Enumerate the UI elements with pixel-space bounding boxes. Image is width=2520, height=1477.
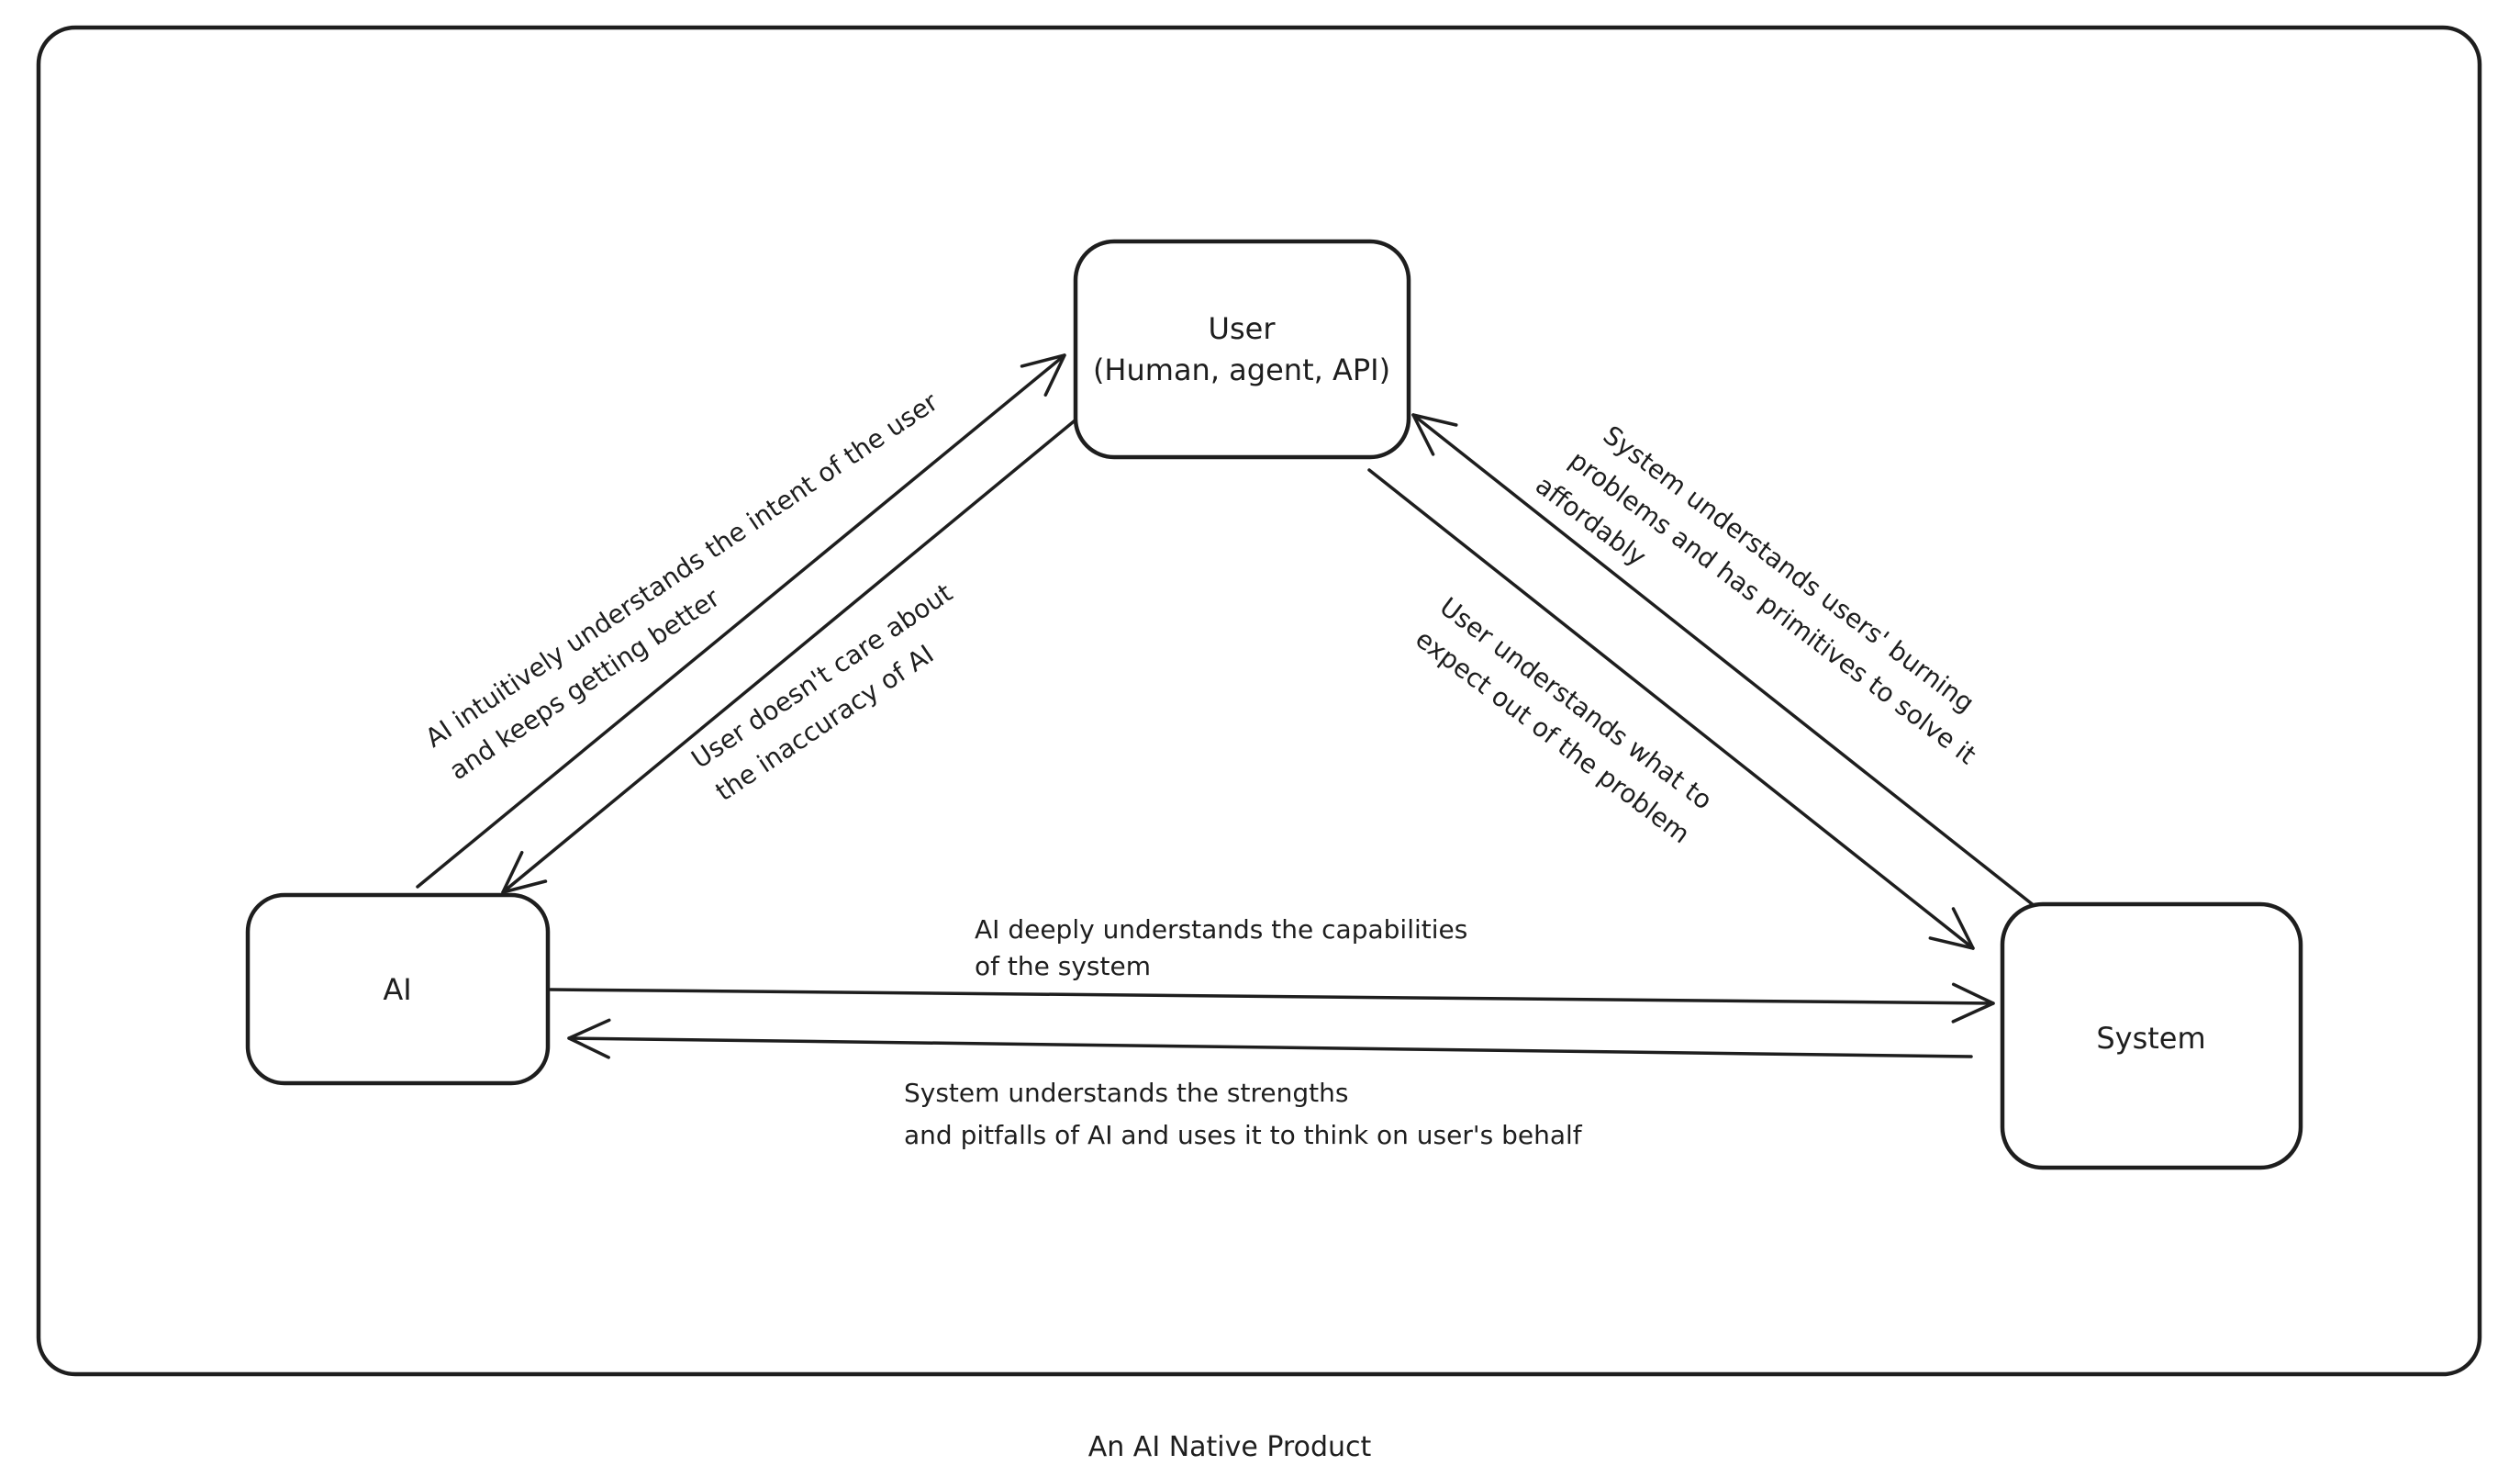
edge-system-to-user xyxy=(1411,413,2036,908)
system-to-ai-edge-label: System understands the strengths and pit… xyxy=(904,1078,1583,1150)
ai-node-box xyxy=(245,892,551,1086)
system-to-ai-label-line2: and pitfalls of AI and uses it to think … xyxy=(904,1120,1583,1150)
user-node-label-line1: User xyxy=(1209,311,1277,346)
system-to-user-arrowhead-icon xyxy=(1411,413,1458,456)
edge-user-to-system xyxy=(1367,468,1975,950)
user-to-ai-edge-label: User doesn't care about the inaccuracy o… xyxy=(686,577,957,807)
outer-border xyxy=(36,25,2482,1377)
user-node-label-line2: (Human, agent, API) xyxy=(1093,352,1390,387)
edge-user-to-ai xyxy=(501,416,1080,894)
ai-to-user-edge-label: AI intuitively understands the intent of… xyxy=(419,386,943,786)
system-to-ai-arrowhead-icon xyxy=(567,1018,611,1059)
ai-node-label: AI xyxy=(383,972,411,1007)
system-to-user-label-line1: System understands users' burning xyxy=(1598,420,1980,718)
system-node-box xyxy=(2000,901,2303,1170)
user-to-system-edge-label: User understands what to expect out of t… xyxy=(1410,591,1718,849)
edge-system-to-ai xyxy=(567,1018,1973,1059)
system-to-ai-arrow-line xyxy=(567,1036,1973,1058)
edge-ai-to-user xyxy=(416,353,1066,889)
edge-ai-to-system xyxy=(549,982,1995,1024)
system-node-label: System xyxy=(2096,1021,2205,1056)
ai-to-system-arrow-line xyxy=(549,988,1995,1005)
system-to-user-edge-label: System understands users' burning proble… xyxy=(1530,420,1981,770)
user-to-system-arrow-line xyxy=(1367,468,1975,950)
ai-to-user-arrowhead-icon xyxy=(1020,353,1066,397)
ai-to-system-arrowhead-icon xyxy=(1951,982,1995,1024)
ai-to-system-label-line1: AI deeply understands the capabilities xyxy=(975,914,1467,945)
diagram-caption: An AI Native Product xyxy=(1088,1431,1372,1463)
ai-to-system-edge-label: AI deeply understands the capabilities o… xyxy=(975,914,1467,981)
system-to-ai-label-line1: System understands the strengths xyxy=(904,1078,1348,1108)
user-node-box xyxy=(1073,239,1411,460)
user-to-system-arrowhead-icon xyxy=(1928,907,1975,950)
ai-node: AI xyxy=(245,892,551,1086)
user-to-ai-arrowhead-icon xyxy=(501,850,548,894)
ai-to-system-label-line2: of the system xyxy=(975,951,1151,981)
user-to-system-label-line1: User understands what to xyxy=(1434,591,1718,815)
user-node: User (Human, agent, API) xyxy=(1073,239,1411,460)
system-to-user-arrow-line xyxy=(1411,413,2036,908)
system-node: System xyxy=(2000,901,2303,1170)
user-to-system-label-line2: expect out of the problem xyxy=(1410,623,1695,849)
user-to-ai-arrow-line xyxy=(501,416,1080,894)
ai-to-user-arrow-line xyxy=(416,353,1066,889)
